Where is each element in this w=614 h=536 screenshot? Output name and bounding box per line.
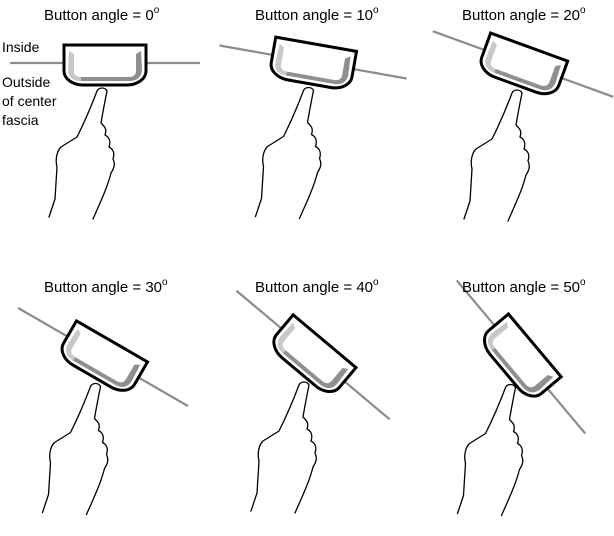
- button-bevel-dark: [73, 357, 141, 387]
- button-bevel-dark: [81, 51, 142, 81]
- button-body: [483, 311, 564, 398]
- outside-label-line-1: Outside: [2, 74, 51, 90]
- outside-label-line-2: of center: [2, 93, 57, 109]
- pointing-hand: [250, 381, 317, 514]
- panel-title-0: Button angle = 0o: [44, 5, 160, 24]
- panel-30-deg: [17, 307, 189, 516]
- pointing-hand: [41, 382, 109, 516]
- button-bevel-light: [485, 40, 497, 73]
- button-bevel-light: [487, 321, 508, 351]
- outside-label: Outside of center fascia: [2, 73, 56, 130]
- panel-40-deg: [235, 289, 391, 514]
- button-body: [272, 312, 359, 393]
- panel-0-deg: [10, 43, 200, 220]
- button-body: [269, 35, 359, 90]
- pointing-hand: [48, 87, 115, 220]
- inside-label: Inside: [2, 39, 40, 55]
- button-shape: [479, 31, 570, 96]
- button-bevel-light: [68, 51, 81, 81]
- outside-label-line-3: fascia: [2, 112, 39, 128]
- pointing-hand: [463, 89, 530, 222]
- button-bevel-dark: [491, 347, 554, 393]
- button-bevel-light: [275, 43, 287, 76]
- button-bevel-dark: [283, 350, 349, 389]
- panel-50-deg: [455, 279, 587, 517]
- panel-10-deg: [219, 35, 407, 220]
- panel-title-40: Button angle = 40o: [255, 277, 379, 296]
- button-body: [479, 31, 570, 96]
- button-shape: [272, 312, 359, 393]
- button-body: [60, 318, 150, 392]
- panel-title-10: Button angle = 10o: [255, 5, 379, 24]
- panel-20-deg: [432, 30, 614, 222]
- button-shape: [269, 35, 359, 90]
- button-bevel-light: [277, 322, 296, 354]
- button-body: [62, 43, 148, 87]
- button-bevel-light: [66, 328, 81, 361]
- button-shape: [60, 318, 150, 392]
- panel-title-30: Button angle = 30o: [44, 277, 168, 296]
- panel-title-50: Button angle = 50o: [462, 277, 586, 296]
- pointing-hand: [456, 383, 524, 517]
- panel-title-20: Button angle = 20o: [462, 5, 586, 24]
- pointing-hand: [254, 86, 322, 220]
- button-shape: [483, 311, 564, 398]
- button-bevel-dark: [286, 56, 351, 85]
- button-shape: [62, 43, 148, 87]
